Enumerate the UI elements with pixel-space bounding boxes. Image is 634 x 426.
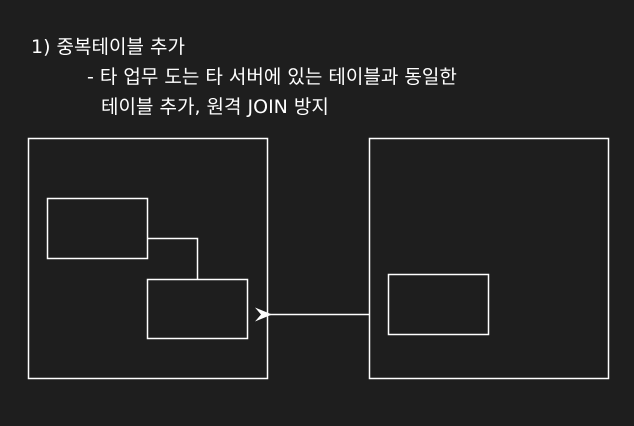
- left-table-box-upper: [46, 197, 149, 260]
- table-relation-connector: [147, 237, 199, 280]
- heading-line-2: - 타 업무 도는 타 서버에 있는 테이블과 동일한: [87, 66, 457, 88]
- left-table-box-lower: [146, 278, 249, 340]
- heading-line-3: 테이블 추가, 원격 JOIN 방지: [101, 96, 329, 118]
- right-container-box: [368, 137, 610, 380]
- left-container-box: [27, 137, 269, 380]
- right-table-box: [387, 273, 490, 336]
- heading-line-1: 1) 중복테이블 추가: [31, 36, 185, 58]
